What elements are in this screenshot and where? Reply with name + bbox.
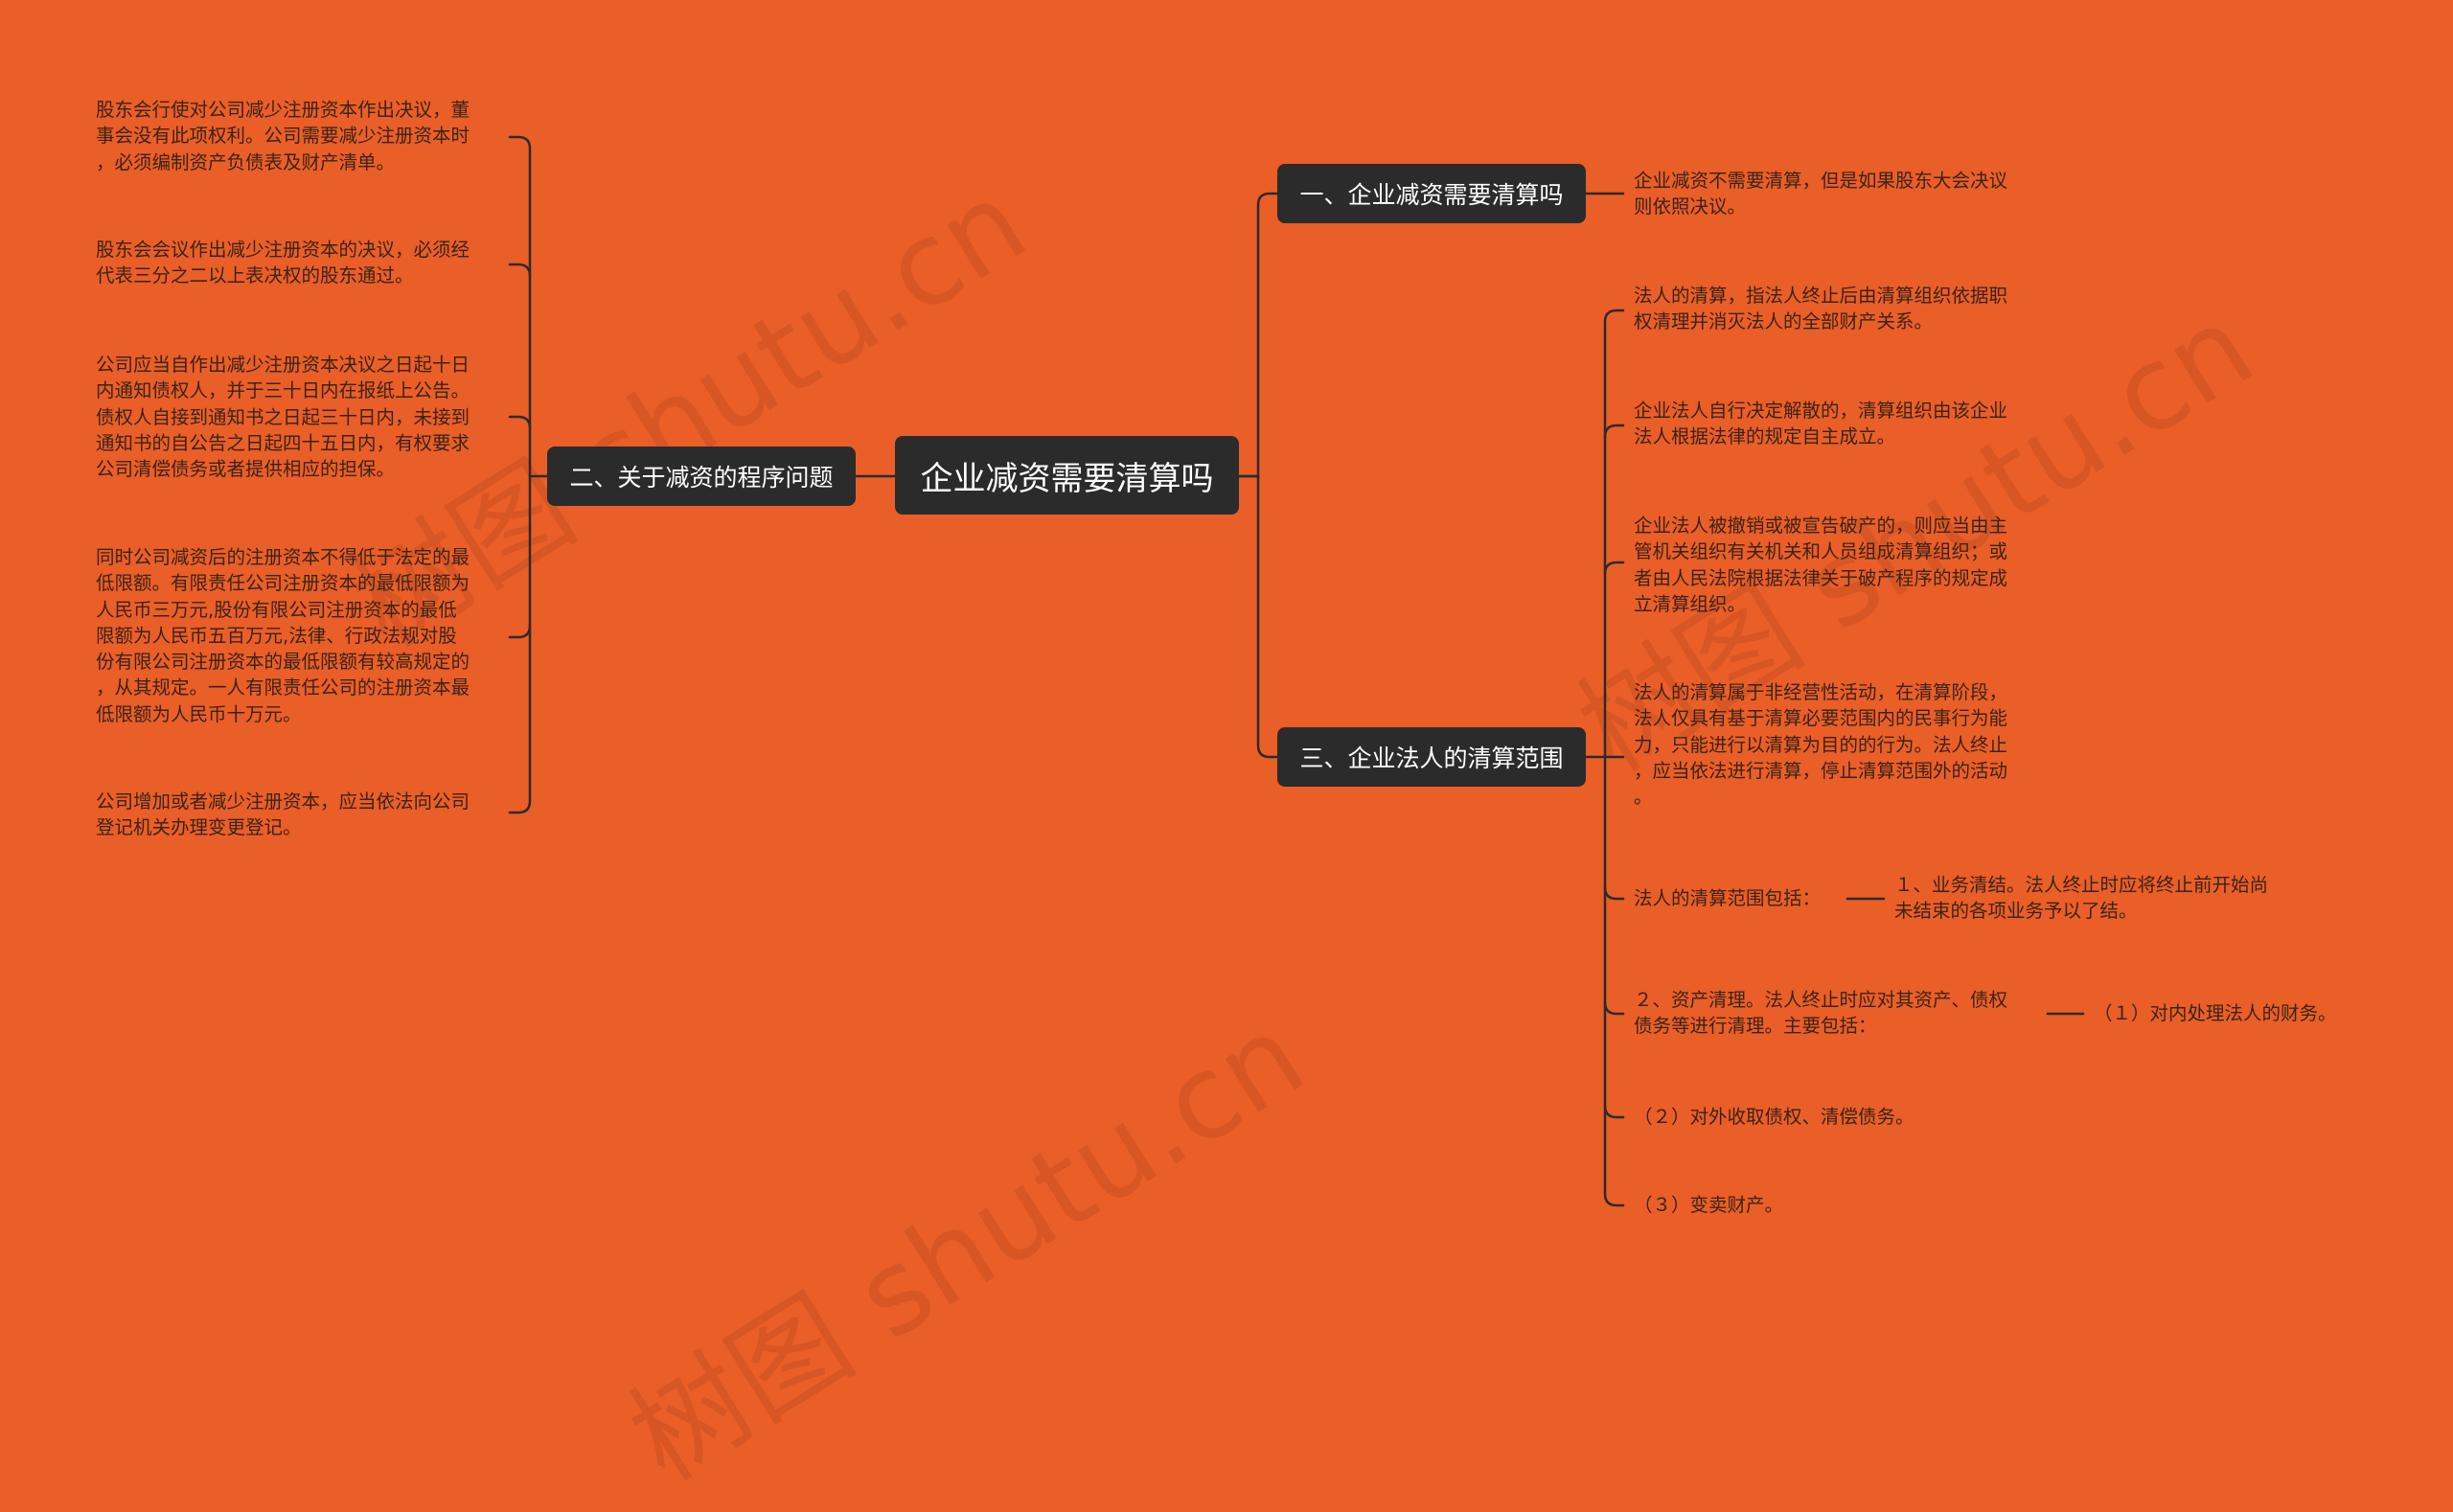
connector-b3-leaf-8 [1603,755,1625,1207]
connector-b2-leaf-1 [508,135,532,478]
sub-leaf-text: １、业务清结。法人终止时应将终止前开始尚 未结束的各项业务予以了结。 [1894,874,2269,923]
leaf-text: 企业减资不需要清算，但是如果股东大会决议 则依照决议。 [1634,170,2008,218]
branch-node-reduction-procedure[interactable]: 二、关于减资的程序问题 [547,447,856,506]
leaf-text: 企业法人被撤销或被宣告破产的，则应当由主 管机关组织有关机关和人员组成清算组织；… [1634,515,2008,615]
leaf-text: 法人的清算范围包括： [1634,887,1822,909]
leaf-text: 企业法人自行决定解散的，清算组织由该企业 法人根据法律的规定自主成立。 [1634,400,2008,448]
connector-b3-leaf-1 [1603,309,1625,759]
leaf-text: 股东会行使对公司减少注册资本作出决议，董 事会没有此项权利。公司需要减少注册资本… [96,99,470,173]
leaf-text: 同时公司减资后的注册资本不得低于法定的最 低限额。有限责任公司注册资本的最低限额… [96,546,470,725]
mind-map-canvas: 树图 shutu.cn 树图 shutu.cn 树图 shutu.cn [96,99,2337,1506]
connector-b2-leaf-2 [508,263,532,278]
root-node[interactable]: 企业减资需要清算吗 [895,436,1239,515]
leaf-text: 股东会会议作出减少注册资本的决议，必须经 代表三分之二以上表决权的股东通过。 [96,239,470,287]
connector-b2-leaf-5 [508,474,532,814]
connector-b3-leaf-2 [1603,424,1625,439]
leaf-text: （２）对外收取债权、清偿债务。 [1634,1106,1914,1128]
leaf-text: ２、资产清理。法人终止时应对其资产、债权 债务等进行清理。主要包括： [1634,989,2008,1038]
connector-lines [508,135,2085,1207]
connector-root-b1 [1237,192,1279,478]
connector-b2-leaf-4 [508,624,532,639]
connector-b3-leaf-7 [1603,1104,1625,1119]
leaf-text: 公司增加或者减少注册资本，应当依法向公司 登记机关办理变更登记。 [96,790,470,839]
leaf-text: 公司应当自作出减少注册资本决议之日起十日 内通知债权人，并于三十日内在报纸上公告… [96,354,470,481]
connector-b2-leaf-3 [508,415,532,430]
connector-b3-leaf-5 [1603,885,1625,901]
leaf-text: 法人的清算，指法人终止后由清算组织依据职 权清理并消灭法人的全部财产关系。 [1634,285,2008,333]
connector-b3-leaf-6 [1603,1000,1625,1016]
branch-node-reduction-liquidation[interactable]: 一、企业减资需要清算吗 [1277,164,1586,223]
connector-b3-leaf-3 [1603,561,1625,576]
leaf-text: （３）变卖财产。 [1634,1194,1784,1216]
leaf-text: 法人的清算属于非经营性活动，在清算阶段， 法人仅具有基于清算必要范围内的民事行为… [1634,681,2008,809]
sub-leaf-text: （１）对内处理法人的财务。 [2094,1002,2337,1024]
branch-node-liquidation-scope[interactable]: 三、企业法人的清算范围 [1277,727,1586,787]
connector-root-b3 [1237,474,1279,759]
